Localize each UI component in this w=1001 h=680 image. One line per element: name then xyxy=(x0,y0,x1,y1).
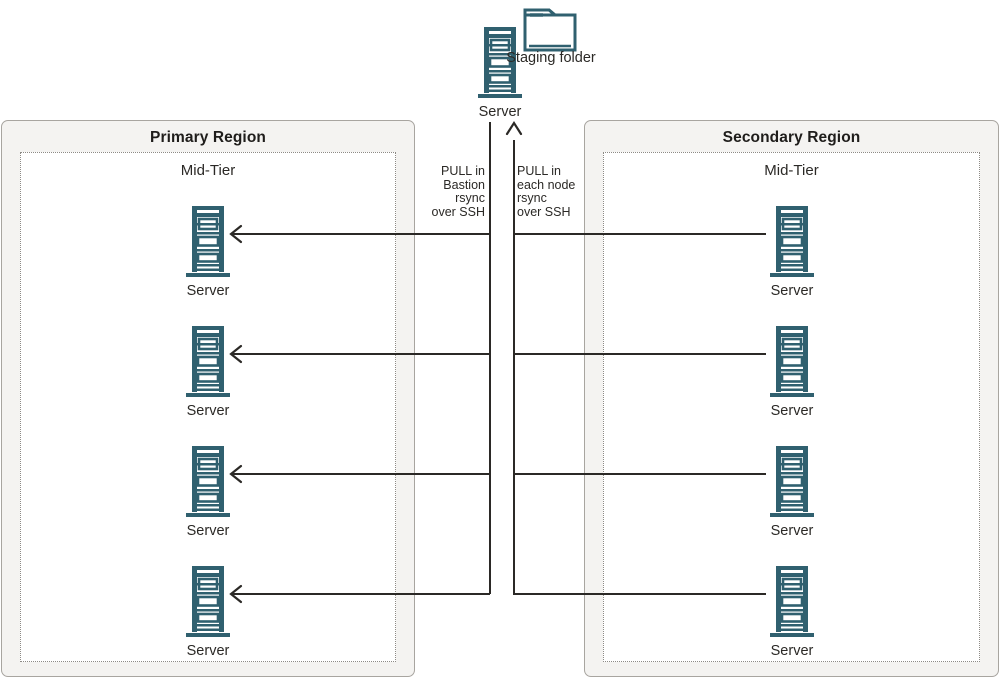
secondary-branch-line-3 xyxy=(513,473,766,475)
primary-region-title: Primary Region xyxy=(150,129,266,146)
primary-mid-tier-title: Mid-Tier xyxy=(180,162,236,179)
note-pull-each-node: PULL in each node rsync over SSH xyxy=(517,164,576,219)
primary-branch-line-4 xyxy=(232,593,490,595)
secondary-server-label-2: Server xyxy=(770,403,814,419)
secondary-server-node-1: Server xyxy=(749,204,835,299)
bastion-trunk-line xyxy=(489,122,491,594)
secondary-branch-line-2 xyxy=(513,353,766,355)
primary-server-node-2: Server xyxy=(165,324,251,419)
secondary-server-node-3: Server xyxy=(749,444,835,539)
secondary-server-node-2: Server xyxy=(749,324,835,419)
server-icon xyxy=(749,564,835,640)
server-icon xyxy=(165,444,251,520)
secondary-server-node-4: Server xyxy=(749,564,835,659)
staging-server-inbound-arrow xyxy=(505,120,523,142)
secondary-mid-tier-title: Mid-Tier xyxy=(764,162,819,179)
server-icon xyxy=(457,25,543,101)
primary-branch-line-3 xyxy=(232,473,490,475)
staging-folder-label: Staging folder xyxy=(506,50,596,66)
secondary-server-label-1: Server xyxy=(770,283,814,299)
secondary-server-label-3: Server xyxy=(770,523,814,539)
primary-server-node-1: Server xyxy=(165,204,251,299)
secondary-region-title: Secondary Region xyxy=(722,129,861,146)
server-icon xyxy=(165,204,251,280)
staging-server-node: Server xyxy=(457,25,543,120)
staging-folder-icon xyxy=(523,6,577,52)
server-icon xyxy=(749,444,835,520)
each-node-trunk-line xyxy=(513,140,515,594)
secondary-branch-line-4 xyxy=(513,593,766,595)
primary-server-label-4: Server xyxy=(186,643,230,659)
secondary-branch-line-1 xyxy=(513,233,766,235)
primary-branch-line-2 xyxy=(232,353,490,355)
server-icon xyxy=(749,204,835,280)
primary-branch-line-1 xyxy=(232,233,490,235)
server-icon xyxy=(165,564,251,640)
primary-server-label-2: Server xyxy=(186,403,230,419)
server-icon xyxy=(749,324,835,400)
staging-server-label: Server xyxy=(478,104,522,120)
secondary-server-label-4: Server xyxy=(770,643,814,659)
primary-server-node-4: Server xyxy=(165,564,251,659)
server-icon xyxy=(165,324,251,400)
primary-server-node-3: Server xyxy=(165,444,251,539)
primary-server-label-1: Server xyxy=(186,283,230,299)
primary-server-label-3: Server xyxy=(186,523,230,539)
note-pull-bastion: PULL in Bastion rsync over SSH xyxy=(431,164,486,219)
